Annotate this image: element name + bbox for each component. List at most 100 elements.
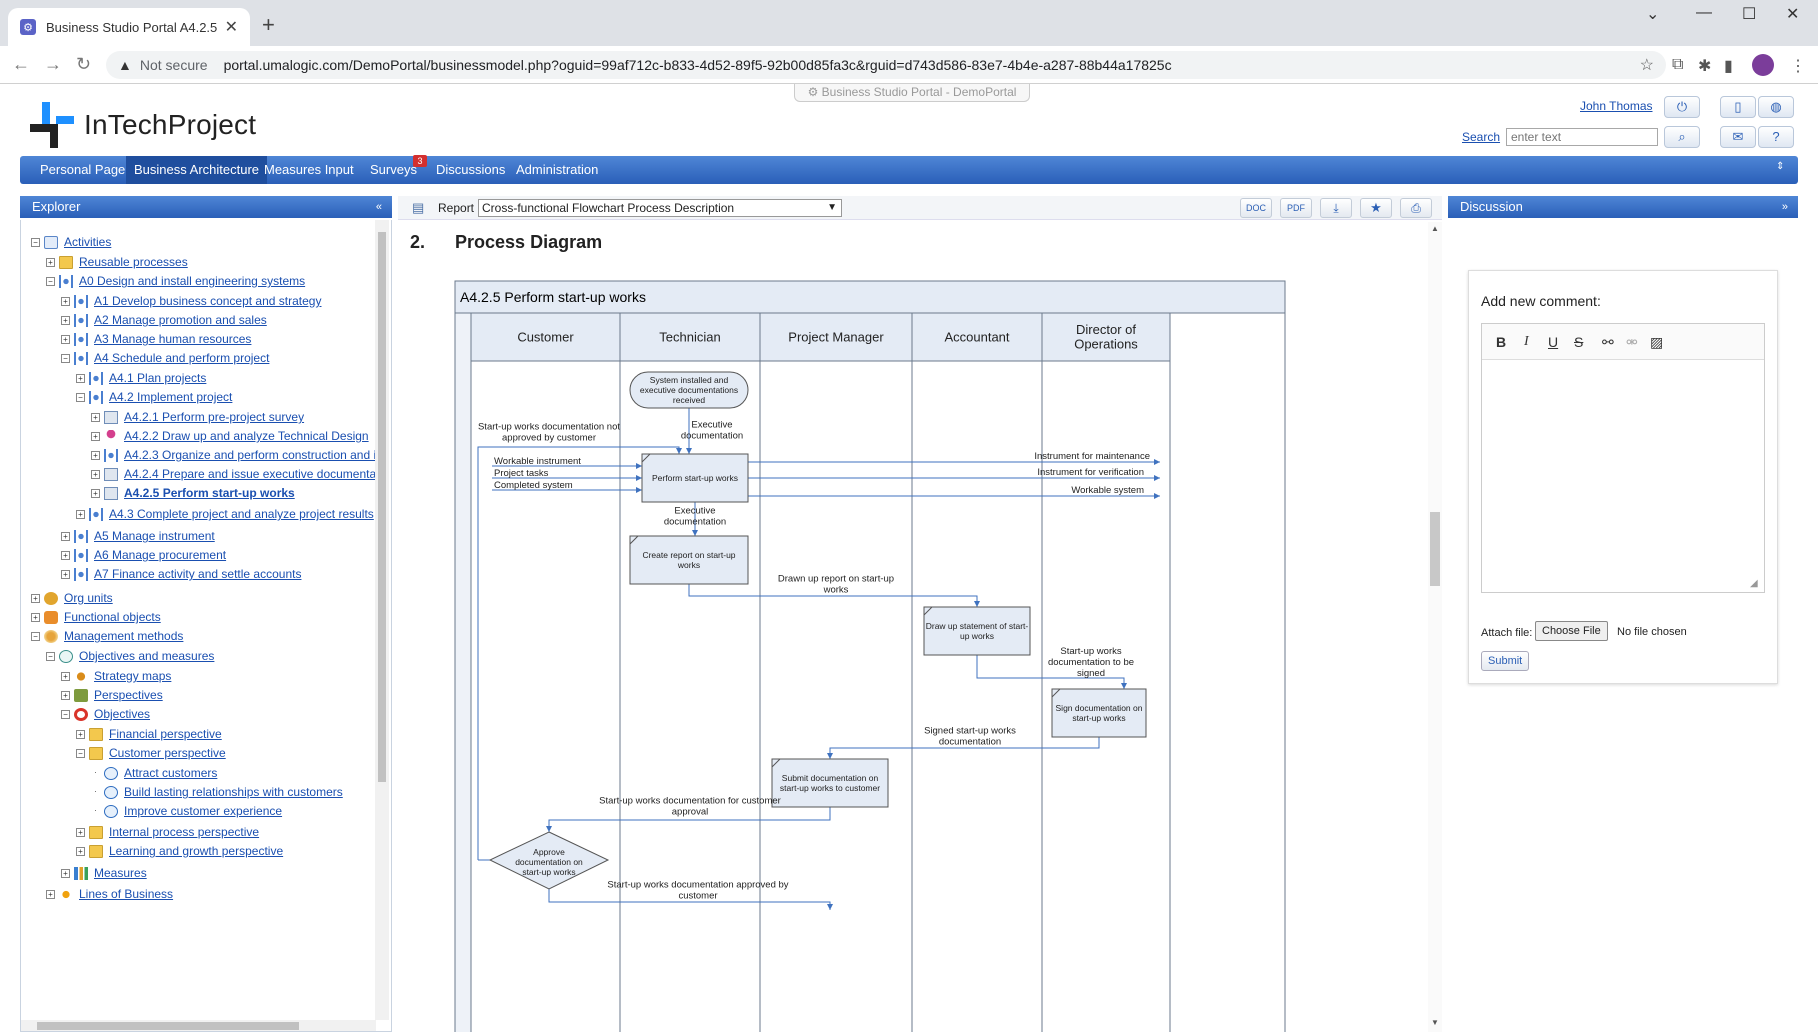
tree-node[interactable]: ·Improve customer experience (91, 802, 282, 820)
profile-avatar[interactable] (1752, 54, 1774, 76)
expand-node-icon[interactable]: + (61, 671, 70, 681)
collapse-node-icon[interactable]: − (31, 631, 40, 641)
expand-node-icon[interactable]: + (61, 868, 70, 878)
menu-kebab-icon[interactable]: ⋮ (1790, 58, 1806, 75)
tree-node[interactable]: +A1 Develop business concept and strateg… (61, 292, 321, 310)
menu-measures-input[interactable]: Measures Input (264, 162, 354, 177)
bookmark-star-icon[interactable]: ☆ (1639, 57, 1654, 74)
expand-node-icon[interactable]: + (91, 431, 100, 441)
report-vscrollbar[interactable]: ▲ ▼ (1428, 222, 1442, 1032)
tree-node-label[interactable]: Objectives (94, 707, 151, 721)
explorer-hscroll-thumb[interactable] (37, 1022, 299, 1030)
maximize-icon[interactable]: ☐ (1742, 6, 1757, 23)
expand-node-icon[interactable]: + (61, 315, 70, 325)
tree-node-label[interactable]: A5 Manage instrument (94, 529, 215, 543)
expand-node-icon[interactable]: + (31, 593, 40, 603)
expand-node-icon[interactable]: + (76, 846, 85, 856)
tree-node[interactable]: +A7 Finance activity and settle accounts (61, 565, 301, 583)
tree-node[interactable]: + A4.1 Plan projects (76, 369, 206, 387)
menu-personal-page[interactable]: Personal Page (40, 162, 126, 177)
expand-node-icon[interactable]: + (61, 550, 70, 560)
tree-node-label[interactable]: A3 Manage human resources (94, 332, 252, 346)
collapse-node-icon[interactable]: − (61, 709, 70, 719)
tree-node-label[interactable]: A0 Design and install engineering system… (79, 274, 306, 288)
expand-node-icon[interactable]: + (76, 373, 85, 383)
comment-editor[interactable]: B I U S ⚯ ⚮ ▨ ◢ (1481, 323, 1765, 593)
report-select[interactable]: Cross-functional Flowchart Process Descr… (478, 199, 842, 217)
expand-node-icon[interactable]: + (76, 729, 85, 739)
image-icon[interactable]: ▨ (1650, 334, 1664, 350)
export-doc-button[interactable]: DOC (1240, 198, 1272, 218)
tree-node-label[interactable]: Internal process perspective (109, 825, 260, 839)
tree-node-label[interactable]: A4.2.1 Perform pre-project survey (124, 410, 305, 424)
tree-node[interactable]: − Management methods (31, 627, 183, 645)
tree-node-label[interactable]: A4.2.3 Organize and perform construction… (124, 448, 376, 462)
submit-button[interactable]: Submit (1481, 651, 1530, 671)
tree-node[interactable]: −A4.2 Implement project (76, 388, 232, 406)
tree-node-label[interactable]: Measures (94, 866, 147, 880)
tree-node[interactable]: +Perspectives (61, 686, 163, 704)
back-icon[interactable]: ← (12, 54, 30, 74)
collapse-menu-icon[interactable]: ⇕ (1776, 161, 1785, 172)
tree-node-label[interactable]: A4.2.4 Prepare and issue executive docum… (124, 467, 376, 481)
tree-node-label[interactable]: Customer perspective (109, 746, 226, 760)
tree-node-label[interactable]: Management methods (64, 629, 184, 643)
scroll-up-icon[interactable]: ▲ (1431, 224, 1439, 233)
tree-node[interactable]: +A2 Manage promotion and sales (61, 311, 267, 329)
tree-node[interactable]: − A0 Design and install engineering syste… (46, 272, 305, 290)
mobile-icon[interactable]: ▯ (1720, 96, 1756, 118)
share-icon[interactable]: ⧉ (1672, 56, 1684, 73)
collapse-node-icon[interactable]: − (61, 353, 70, 363)
tree-node[interactable]: ·Attract customers (91, 764, 217, 782)
sidepanel-icon[interactable]: ▮ (1724, 58, 1733, 75)
expand-node-icon[interactable]: + (46, 257, 55, 267)
minimize-icon[interactable]: — (1696, 4, 1712, 21)
expand-node-icon[interactable]: + (91, 412, 100, 422)
tree-node-label[interactable]: Activities (64, 235, 112, 249)
tree-node-label[interactable]: A4.1 Plan projects (109, 371, 207, 385)
expand-node-icon[interactable]: + (31, 612, 40, 622)
collapse-node-icon[interactable]: − (46, 276, 55, 286)
tree-node-label[interactable]: A1 Develop business concept and strategy (94, 294, 322, 308)
forward-icon[interactable]: → (44, 54, 62, 74)
export-pdf-button[interactable]: PDF (1280, 198, 1312, 218)
tree-node-label[interactable]: Functional objects (64, 610, 161, 624)
expand-node-icon[interactable]: + (46, 889, 55, 899)
tree-node[interactable]: +A5 Manage instrument (61, 527, 215, 545)
search-icon[interactable]: ⌕ (1664, 126, 1700, 148)
tree-node[interactable]: −Activities (31, 233, 111, 251)
tree-node[interactable]: + A4.2.1 Perform pre-project survey (91, 408, 304, 426)
collapse-left-icon[interactable]: « (375, 201, 382, 213)
tree-node-label[interactable]: A6 Manage procurement (94, 548, 227, 562)
new-tab-icon[interactable]: + (262, 12, 275, 37)
search-link[interactable]: Search (1462, 130, 1501, 144)
favorite-star-icon[interactable]: ★ (1360, 198, 1392, 218)
expand-node-icon[interactable]: + (61, 334, 70, 344)
tree-node-label[interactable]: A4.2.2 Draw up and analyze Technical Des… (124, 429, 369, 443)
tree-node[interactable]: − A4 Schedule and perform project (61, 349, 269, 367)
tree-node-label[interactable]: A4.3 Complete project and analyze projec… (109, 507, 374, 521)
tree-node-label[interactable]: Strategy maps (94, 669, 172, 683)
menu-business-architecture[interactable]: Business Architecture (126, 156, 268, 184)
expand-node-icon[interactable]: + (76, 827, 85, 837)
collapse-node-icon[interactable]: − (76, 392, 85, 402)
expand-node-icon[interactable]: + (91, 450, 100, 460)
tree-node[interactable]: +A4.2.4 Prepare and issue executive docu… (91, 465, 376, 483)
tree-node-label[interactable]: A7 Finance activity and settle accounts (94, 567, 302, 581)
expand-node-icon[interactable]: + (76, 509, 85, 519)
italic-icon[interactable]: I (1524, 334, 1529, 349)
tree-node-label[interactable]: Reusable processes (79, 255, 188, 269)
tree-node-label[interactable]: Perspectives (94, 688, 163, 702)
mail-icon[interactable]: ✉ (1720, 126, 1756, 148)
user-link[interactable]: John Thomas (1580, 99, 1653, 113)
extensions-icon[interactable]: ✱ (1698, 58, 1712, 75)
menu-discussions[interactable]: Discussions (436, 162, 506, 177)
tree-node[interactable]: + A6 Manage procurement (61, 546, 226, 564)
tree-node-label[interactable]: A4 Schedule and perform project (94, 351, 270, 365)
search-input[interactable] (1506, 128, 1658, 146)
tree-node[interactable]: + A4.2.3 Organize and perform constructio… (91, 446, 376, 464)
unlink-icon[interactable]: ⚮ (1626, 334, 1638, 350)
explorer-vscroll-thumb[interactable] (378, 232, 386, 782)
tree-node[interactable]: +A4.2.5 Perform start-up works (91, 484, 295, 502)
url-field[interactable]: ▲ Not secure portal.umalogic.com/DemoPor… (106, 51, 1666, 79)
